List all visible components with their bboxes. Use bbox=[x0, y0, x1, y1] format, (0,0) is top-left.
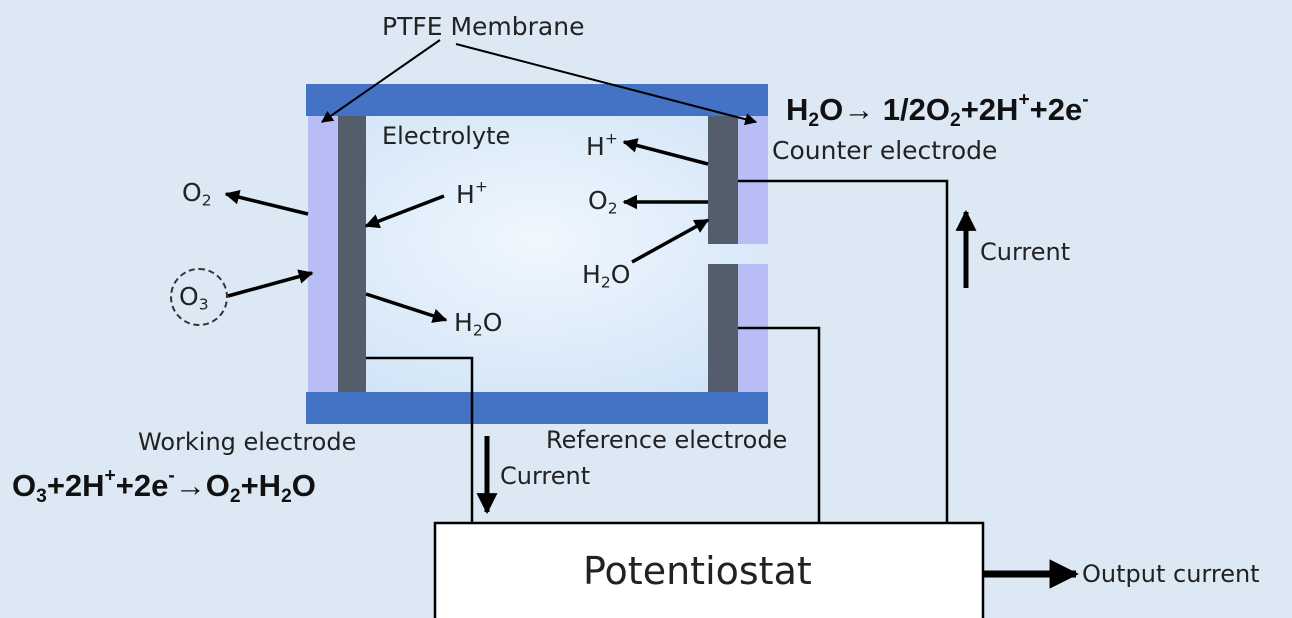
working-electrode-plate bbox=[338, 116, 366, 392]
working-electrode-label: Working electrode bbox=[138, 428, 357, 456]
current-label-up: Current bbox=[980, 238, 1071, 266]
top-membrane-bar bbox=[306, 84, 768, 116]
o3-dashed-circle bbox=[170, 268, 228, 326]
hplus-right-label: H+ bbox=[586, 129, 618, 161]
arrow-hplus-from-counter bbox=[622, 138, 709, 166]
ptfe-left bbox=[308, 116, 338, 392]
working-wire bbox=[366, 356, 474, 523]
counter-electrode-label: Counter electrode bbox=[772, 136, 998, 165]
bottom-membrane-bar bbox=[306, 392, 768, 424]
ptfe-membrane-label: PTFE Membrane bbox=[382, 12, 585, 41]
reference-electrode-plate bbox=[708, 264, 738, 392]
arrow-o2-out bbox=[224, 189, 309, 216]
electrolyte-region bbox=[308, 115, 768, 393]
counter-wire bbox=[738, 179, 949, 523]
working-reaction-equation: O3+2H++2e-→O2+H2O bbox=[12, 465, 316, 507]
h2o-right-label: H2O bbox=[582, 260, 631, 292]
current-label-down: Current bbox=[500, 462, 591, 490]
reference-electrode-label: Reference electrode bbox=[546, 426, 788, 454]
counter-electrode-plate bbox=[708, 116, 738, 244]
output-current-label: Output current bbox=[1082, 560, 1260, 588]
potentiostat-label: Potentiostat bbox=[583, 549, 812, 593]
h2o-left-label: H2O bbox=[454, 308, 503, 340]
arrow-h2o-to-counter bbox=[631, 218, 710, 264]
hplus-left-label: H+ bbox=[456, 177, 488, 209]
reference-wire bbox=[738, 326, 821, 523]
o2-left-label: O2 bbox=[182, 178, 212, 210]
arrow-hplus-to-working bbox=[364, 194, 445, 229]
counter-reaction-equation: H2O→ 1/2O2+2H++2e- bbox=[786, 89, 1089, 131]
o3-label: O3 bbox=[179, 282, 209, 314]
potentiostat-box bbox=[433, 521, 985, 618]
o2-right-label: O2 bbox=[588, 186, 618, 218]
ptfe-pointer-left bbox=[321, 39, 441, 123]
electrolyte-label: Electrolyte bbox=[382, 122, 511, 150]
arrow-h2o-from-working bbox=[365, 292, 448, 323]
arrow-o3-in bbox=[227, 269, 314, 298]
ptfe-pointer-right bbox=[455, 43, 758, 126]
